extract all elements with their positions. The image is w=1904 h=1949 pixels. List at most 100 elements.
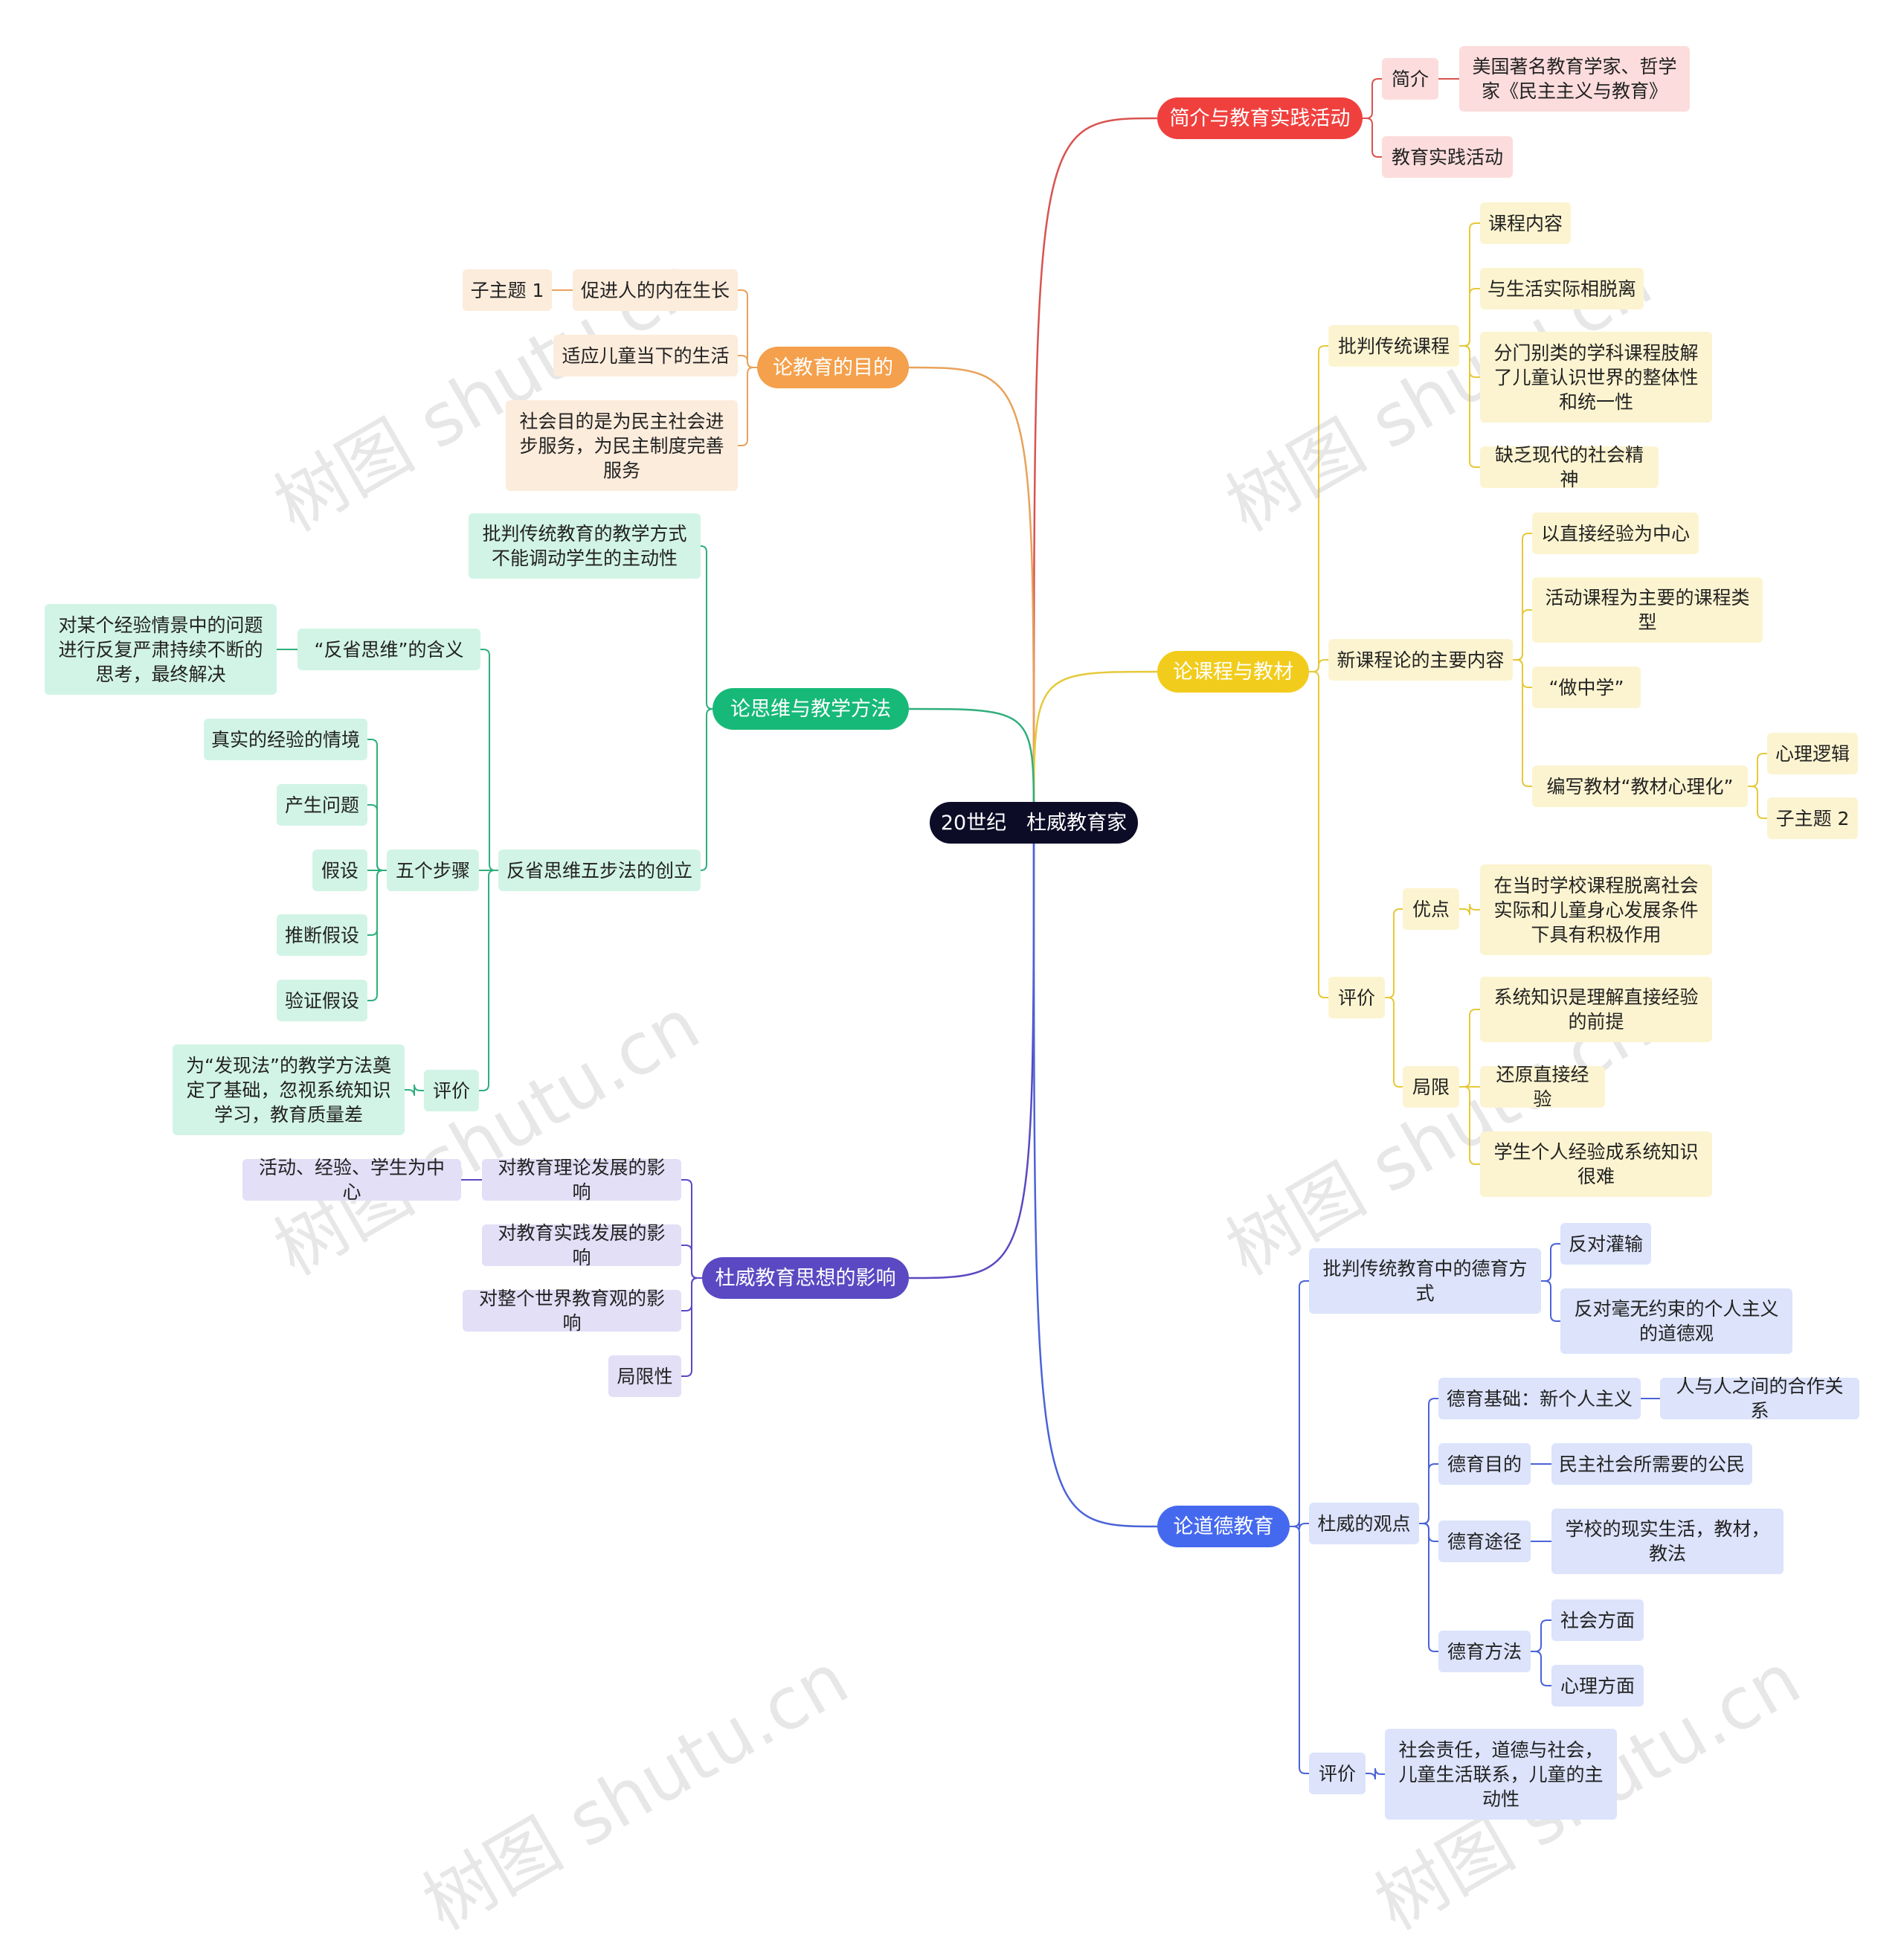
influence-limit[interactable]: 局限性 [608, 1355, 681, 1397]
connector-line [1363, 78, 1382, 119]
connector-line [1459, 1086, 1480, 1165]
new-theory-item[interactable]: 编写教材“教材心理化” [1532, 765, 1748, 807]
limit-item[interactable]: 还原直接经验 [1480, 1064, 1605, 1110]
curriculum-new-theory[interactable]: 新课程论的主要内容 [1328, 639, 1513, 681]
thinking-eval-text[interactable]: 为“发现法”的教学方法奠定了基础，忽视系统知识学习，教育质量差 [173, 1044, 405, 1135]
connector-line [1541, 1280, 1560, 1322]
intro-brief-text[interactable]: 美国著名教育学家、哲学家《民主主义与教育》 [1459, 46, 1690, 112]
branch-influence[interactable]: 杜威教育思想的影响 [702, 1257, 909, 1299]
connector-line [367, 870, 387, 1001]
branch-purpose[interactable]: 论教育的目的 [757, 347, 909, 388]
influence-theory[interactable]: 对教育理论发展的影响 [482, 1157, 681, 1203]
moral-goal[interactable]: 德育目的 [1438, 1443, 1531, 1485]
curriculum-critique[interactable]: 批判传统课程 [1328, 325, 1459, 367]
thinking-critique[interactable]: 批判传统教育的教学方式不能调动学生的主动性 [469, 513, 701, 579]
intro-practice[interactable]: 教育实践活动 [1382, 136, 1513, 178]
curriculum-eval[interactable]: 评价 [1328, 977, 1385, 1018]
connector-line [405, 1084, 424, 1096]
connector-line [1459, 903, 1480, 916]
influence-practice[interactable]: 对教育实践发展的影响 [482, 1222, 681, 1268]
root-topic[interactable]: 20世纪 杜威教育家 [930, 802, 1138, 844]
connector-line [738, 367, 757, 446]
connector-line [480, 649, 498, 871]
connector-line [479, 870, 498, 1091]
connector-line [1541, 1243, 1560, 1282]
step-item[interactable]: 假设 [312, 850, 367, 891]
five-step-method[interactable]: 反省思维五步法的创立 [498, 850, 701, 891]
new-theory-item[interactable]: 活动课程为主要的课程类型 [1532, 577, 1763, 643]
connector-line [367, 804, 387, 871]
moral-view[interactable]: 杜威的观点 [1309, 1503, 1419, 1544]
connector-line [1309, 345, 1328, 672]
connector-line [1032, 822, 1158, 1528]
connector-line [700, 708, 713, 871]
critique-item[interactable]: 课程内容 [1480, 202, 1571, 244]
step-item[interactable]: 推断假设 [277, 914, 367, 956]
psych-item[interactable]: 心理逻辑 [1767, 733, 1858, 774]
connector-line [908, 707, 1035, 823]
five-steps[interactable]: 五个步骤 [387, 850, 479, 891]
eval-limit[interactable]: 局限 [1403, 1066, 1459, 1108]
connector-line [1290, 1520, 1309, 1530]
moral-basis-sub[interactable]: 人与人之间的合作关系 [1660, 1375, 1859, 1422]
moral-goal-sub[interactable]: 民主社会所需要的公民 [1551, 1443, 1752, 1485]
connector-line [1309, 671, 1328, 998]
moral-method-item[interactable]: 社会方面 [1551, 1599, 1644, 1641]
purpose-growth-sub[interactable]: 子主题 1 [463, 269, 552, 311]
purpose-life[interactable]: 适应儿童当下的生活 [553, 335, 738, 376]
moral-critique-item[interactable]: 反对灌输 [1560, 1223, 1651, 1265]
purpose-growth[interactable]: 促进人的内在生长 [573, 269, 738, 311]
moral-eval-text[interactable]: 社会责任，道德与社会，儿童生活联系，儿童的主动性 [1385, 1729, 1617, 1820]
connector-line [1531, 1619, 1551, 1652]
step-item[interactable]: 产生问题 [277, 784, 367, 826]
moral-path[interactable]: 德育途径 [1438, 1521, 1531, 1562]
critique-item[interactable]: 与生活实际相脱离 [1480, 268, 1644, 309]
moral-eval[interactable]: 评价 [1309, 1753, 1366, 1794]
moral-basis[interactable]: 德育基础：新个人主义 [1438, 1378, 1641, 1419]
connector-line [1748, 786, 1767, 819]
reflect-meaning-text[interactable]: 对某个经验情景中的问题进行反复严肃持续不断的思考，最终解决 [45, 604, 277, 695]
branch-thinking[interactable]: 论思维与教学方法 [713, 688, 909, 730]
purpose-social[interactable]: 社会目的是为民主社会进步服务，为民主制度完善服务 [506, 400, 738, 491]
connector-line [1032, 670, 1158, 823]
connector-lines [277, 78, 1767, 1780]
eval-merit-text[interactable]: 在当时学校课程脱离社会实际和儿童身心发展条件下具有积极作用 [1480, 864, 1712, 955]
moral-method-item[interactable]: 心理方面 [1551, 1665, 1644, 1706]
eval-merit[interactable]: 优点 [1403, 888, 1459, 930]
step-item[interactable]: 验证假设 [277, 980, 367, 1021]
intro-brief[interactable]: 简介 [1382, 58, 1438, 100]
moral-critique[interactable]: 批判传统教育中的德育方式 [1309, 1248, 1541, 1314]
step-item[interactable]: 真实的经验的情境 [204, 719, 367, 760]
connector-line [1531, 1651, 1551, 1686]
influence-world[interactable]: 对整个世界教育观的影响 [463, 1288, 681, 1334]
connector-line [1385, 997, 1403, 1088]
limit-item[interactable]: 学生个人经验成系统知识很难 [1480, 1131, 1712, 1197]
moral-path-sub[interactable]: 学校的现实生活，教材，教法 [1551, 1509, 1784, 1574]
connector-line [1459, 1009, 1480, 1088]
connector-line [1290, 1526, 1309, 1774]
new-theory-item[interactable]: 以直接经验为中心 [1532, 513, 1699, 554]
branch-intro[interactable]: 简介与教育实践活动 [1157, 97, 1363, 139]
connector-line [681, 1277, 702, 1377]
connector-line [908, 822, 1035, 1279]
psych-item[interactable]: 子主题 2 [1767, 797, 1858, 839]
connector-line [681, 1245, 702, 1279]
connector-line [1513, 609, 1532, 661]
critique-item[interactable]: 缺乏现代的社会精神 [1480, 444, 1659, 490]
connector-line [1459, 345, 1480, 468]
moral-method[interactable]: 德育方法 [1438, 1631, 1531, 1672]
connector-line [1748, 753, 1767, 787]
branch-curriculum[interactable]: 论课程与教材 [1157, 651, 1309, 693]
influence-theory-sub[interactable]: 活动、经验、学生为中心 [242, 1157, 461, 1203]
moral-critique-item[interactable]: 反对毫无约束的个人主义的道德观 [1560, 1288, 1792, 1354]
connector-line [1459, 288, 1480, 347]
thinking-eval[interactable]: 评价 [424, 1070, 479, 1111]
branch-moral[interactable]: 论道德教育 [1157, 1506, 1290, 1547]
connector-line [1290, 1280, 1309, 1527]
connector-line [1419, 1463, 1438, 1524]
new-theory-item[interactable]: “做中学” [1532, 667, 1641, 708]
critique-item[interactable]: 分门别类的学科课程肢解了儿童认识世界的整体性和统一性 [1480, 332, 1712, 423]
limit-item[interactable]: 系统知识是理解直接经验的前提 [1480, 977, 1712, 1042]
connector-line [1366, 1767, 1385, 1780]
reflect-meaning[interactable]: “反省思维”的含义 [298, 629, 480, 670]
